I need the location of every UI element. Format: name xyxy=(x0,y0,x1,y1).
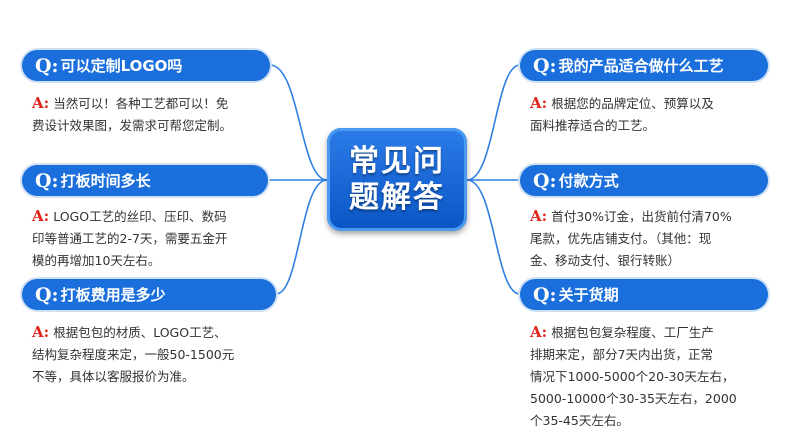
question-pill-payment: Q: 付款方式 xyxy=(520,165,768,196)
answer-line: 排期来定，部分7天内出货，正常 xyxy=(530,347,713,362)
question-pill-sample-fee: Q: 打板费用是多少 xyxy=(22,279,276,310)
connector-left-3 xyxy=(275,179,328,295)
answer-line: 当然可以！各种工艺都可以！免 xyxy=(53,96,229,111)
answer-sample-fee: A:根据包包的材质、LOGO工艺、 结构复杂程度来定，一般50-1500元 不等… xyxy=(32,321,282,388)
center-title-box: 常见问 题解答 xyxy=(327,128,467,231)
answer-line: 尾款，优先店铺支付。（其他：现 xyxy=(530,231,712,246)
question-text: 打板费用是多少 xyxy=(60,286,166,304)
connector-right-1 xyxy=(466,64,521,181)
q-marker: Q: xyxy=(35,169,59,192)
question-pill-delivery: Q: 关于货期 xyxy=(520,279,768,310)
a-marker: A: xyxy=(32,207,50,225)
answer-line: 根据包包复杂程度、工厂生产 xyxy=(551,325,714,340)
answer-line: 模的再增加10天左右。 xyxy=(32,253,161,268)
a-marker: A: xyxy=(530,94,548,112)
answer-delivery: A:根据包包复杂程度、工厂生产 排期来定，部分7天内出货，正常 情况下1000-… xyxy=(530,321,786,432)
q-marker: Q: xyxy=(533,169,557,192)
answer-line: 个35-45天左右。 xyxy=(530,413,629,428)
a-marker: A: xyxy=(530,207,548,225)
center-title-line2: 题解答 xyxy=(349,179,445,215)
connector-left-1 xyxy=(269,64,328,181)
question-text: 我的产品适合做什么工艺 xyxy=(558,57,724,75)
q-marker: Q: xyxy=(35,283,59,306)
answer-payment: A:首付30%订金，出货前付清70% 尾款，优先店铺支付。（其他：现 金、移动支… xyxy=(530,205,780,272)
question-text: 可以定制LOGO吗 xyxy=(60,57,183,75)
center-title-line1: 常见问 xyxy=(349,143,445,179)
answer-line: 5000-10000个30-35天左右，2000 xyxy=(530,391,737,406)
question-pill-craft: Q: 我的产品适合做什么工艺 xyxy=(520,50,768,81)
a-marker: A: xyxy=(32,323,50,341)
question-pill-logo: Q: 可以定制LOGO吗 xyxy=(22,50,270,81)
answer-sample-time: A:LOGO工艺的丝印、压印、数码 印等普通工艺的2-7天，需要五金开 模的再增… xyxy=(32,205,282,272)
answer-line: 印等普通工艺的2-7天，需要五金开 xyxy=(32,231,228,246)
answer-line: 结构复杂程度来定，一般50-1500元 xyxy=(32,347,235,362)
answer-line: 面料推荐适合的工艺。 xyxy=(530,118,656,133)
question-text: 关于货期 xyxy=(558,286,619,304)
answer-line: 情况下1000-5000个20-30天左右， xyxy=(530,369,735,384)
answer-line: 首付30%订金，出货前付清70% xyxy=(551,209,732,224)
question-text: 打板时间多长 xyxy=(60,172,151,190)
question-text: 付款方式 xyxy=(558,172,619,190)
answer-line: 不等，具体以客服报价为准。 xyxy=(32,369,195,384)
answer-logo: A:当然可以！各种工艺都可以！免 费设计效果图，发需求可帮您定制。 xyxy=(32,92,282,137)
a-marker: A: xyxy=(32,94,50,112)
answer-craft: A:根据您的品牌定位、预算以及 面料推荐适合的工艺。 xyxy=(530,92,780,137)
connector-right-3 xyxy=(466,179,521,295)
question-pill-sample-time: Q: 打板时间多长 xyxy=(22,165,268,196)
answer-line: LOGO工艺的丝印、压印、数码 xyxy=(53,209,227,224)
answer-line: 根据包包的材质、LOGO工艺、 xyxy=(53,325,227,340)
answer-line: 金、移动支付、银行转账） xyxy=(530,253,681,268)
a-marker: A: xyxy=(530,323,548,341)
answer-line: 根据您的品牌定位、预算以及 xyxy=(551,96,714,111)
q-marker: Q: xyxy=(35,54,59,77)
q-marker: Q: xyxy=(533,283,557,306)
q-marker: Q: xyxy=(533,54,557,77)
answer-line: 费设计效果图，发需求可帮您定制。 xyxy=(32,118,233,133)
